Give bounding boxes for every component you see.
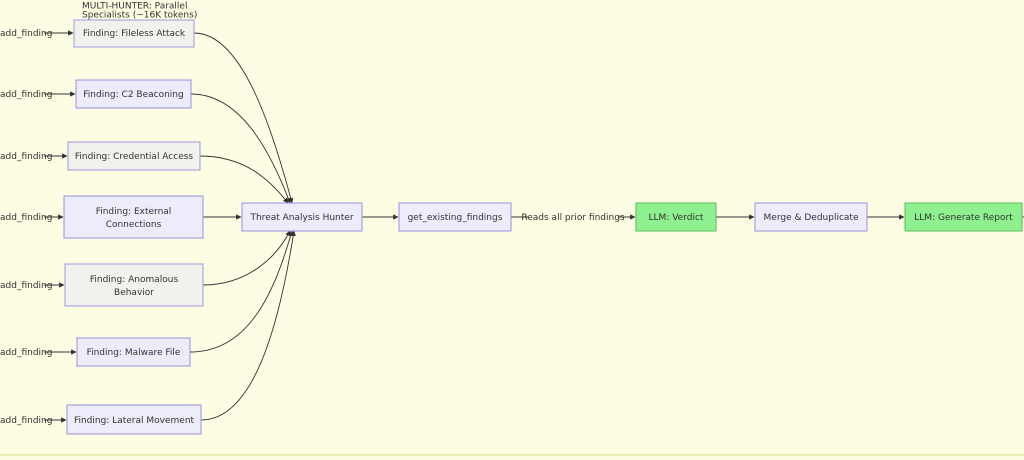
edge-label-reads-prior: Reads all prior findings	[521, 213, 625, 223]
svg-text:Finding: C2 Beaconing: Finding: C2 Beaconing	[83, 90, 183, 100]
finding-node-malware-file[interactable]: Finding: Malware File	[76, 337, 191, 367]
finding-node-anomalous-behavior[interactable]: Finding: Anomalous Behavior	[64, 263, 204, 307]
edge-label-add-finding: add_finding	[0, 213, 52, 223]
svg-text:Finding: External: Finding: External	[96, 207, 172, 217]
finding-node-external-connections[interactable]: Finding: External Connections	[63, 195, 204, 239]
svg-text:Finding: Fileless Attack: Finding: Fileless Attack	[83, 29, 186, 39]
cluster-title-line1: MULTI-HUNTER: Parallel	[82, 2, 187, 12]
svg-text:Finding: Anomalous: Finding: Anomalous	[90, 275, 179, 285]
svg-text:LLM: Generate Report: LLM: Generate Report	[914, 213, 1013, 223]
svg-text:Merge & Deduplicate: Merge & Deduplicate	[764, 213, 859, 223]
finding-node-fileless-attack[interactable]: Finding: Fileless Attack	[73, 19, 195, 48]
finding-node-credential-access[interactable]: Finding: Credential Access	[67, 141, 201, 171]
svg-text:Finding: Malware File: Finding: Malware File	[87, 348, 181, 358]
llm-verdict-node[interactable]: LLM: Verdict	[635, 202, 717, 232]
svg-text:get_existing_findings: get_existing_findings	[408, 213, 503, 223]
edge-label-add-finding: add_finding	[0, 416, 52, 426]
svg-text:Connections: Connections	[106, 220, 162, 230]
svg-text:LLM: Verdict: LLM: Verdict	[649, 213, 704, 223]
edge-label-add-finding: add_finding	[0, 281, 52, 291]
edge-label-add-finding: add_finding	[0, 152, 52, 162]
llm-generate-report-node[interactable]: LLM: Generate Report	[904, 202, 1023, 232]
edge-label-add-finding: add_finding	[0, 348, 52, 358]
svg-text:Threat Analysis Hunter: Threat Analysis Hunter	[249, 213, 353, 223]
add-finding-edges	[44, 30, 77, 423]
threat-analysis-hunter-node[interactable]: Threat Analysis Hunter	[241, 202, 363, 232]
svg-text:Behavior: Behavior	[114, 288, 154, 298]
edge-label-add-finding: add_finding	[0, 90, 52, 100]
edge-label-add-finding: add_finding	[0, 29, 52, 39]
finding-node-c2-beaconing[interactable]: Finding: C2 Beaconing	[75, 79, 192, 109]
cluster-title-line2: Specialists (~16K tokens)	[82, 11, 197, 21]
merge-deduplicate-node[interactable]: Merge & Deduplicate	[754, 202, 868, 232]
finding-to-hunter-edges	[189, 32, 296, 421]
svg-text:Finding: Lateral Movement: Finding: Lateral Movement	[74, 416, 195, 426]
get-existing-findings-node[interactable]: get_existing_findings	[398, 202, 512, 232]
finding-node-lateral-movement[interactable]: Finding: Lateral Movement	[66, 404, 202, 435]
svg-text:Finding: Credential Access: Finding: Credential Access	[75, 152, 194, 162]
